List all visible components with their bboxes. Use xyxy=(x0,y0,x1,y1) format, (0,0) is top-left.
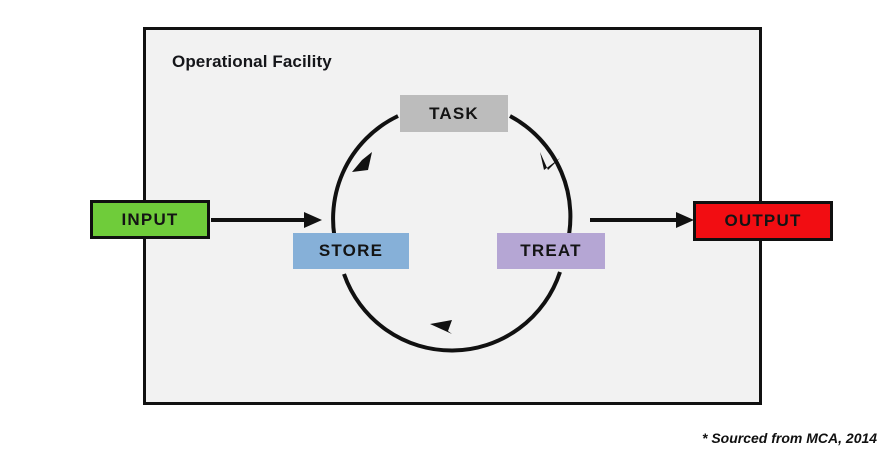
node-store[interactable]: STORE xyxy=(293,233,409,269)
operational-facility-container xyxy=(143,27,762,405)
node-task[interactable]: TASK xyxy=(400,95,508,132)
node-input[interactable]: INPUT xyxy=(90,200,210,239)
source-attribution: * Sourced from MCA, 2014 xyxy=(702,430,878,446)
node-output[interactable]: OUTPUT xyxy=(693,201,833,241)
facility-title: Operational Facility xyxy=(172,52,332,71)
node-treat[interactable]: TREAT xyxy=(497,233,605,269)
